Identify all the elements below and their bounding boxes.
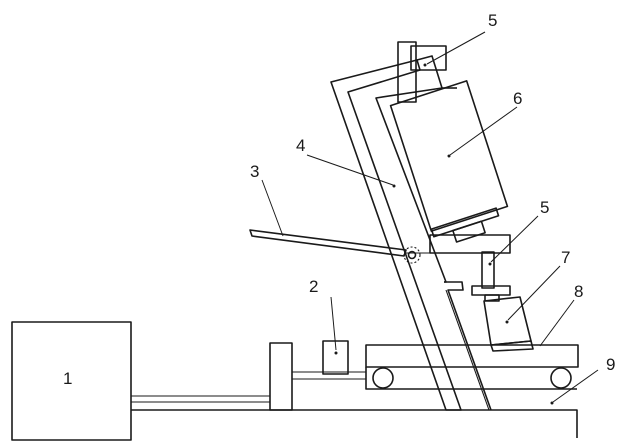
label-base-platform: 9 [606, 355, 615, 374]
label-sliding-cart: 8 [574, 282, 583, 301]
drive-unit [11, 321, 132, 441]
middle-screw-clamp [429, 234, 511, 289]
leader-lines [261, 31, 599, 403]
weight-mass [471, 285, 534, 352]
inclined-frame [330, 55, 492, 411]
label-force-sensor: 2 [309, 277, 318, 296]
sliding-cart [365, 344, 579, 390]
frame-inner-edge [445, 289, 490, 411]
label-lever-arm: 3 [250, 162, 259, 181]
push-rod-block [269, 342, 366, 411]
cart-wheels [372, 367, 572, 389]
lower-clamp-plate [430, 207, 500, 243]
label-inclined-frame: 4 [296, 136, 305, 155]
label-weight-mass: 7 [561, 248, 570, 267]
top-screw-clamp [397, 41, 447, 103]
label-top-screw: 5 [488, 11, 497, 30]
label-middle-screw: 5 [540, 198, 549, 217]
label-specimen-holder: 6 [513, 89, 522, 108]
specimen-holder [389, 80, 509, 232]
lever-arm [249, 229, 430, 264]
label-drive-unit: 1 [63, 369, 72, 388]
base-platform [131, 395, 578, 438]
